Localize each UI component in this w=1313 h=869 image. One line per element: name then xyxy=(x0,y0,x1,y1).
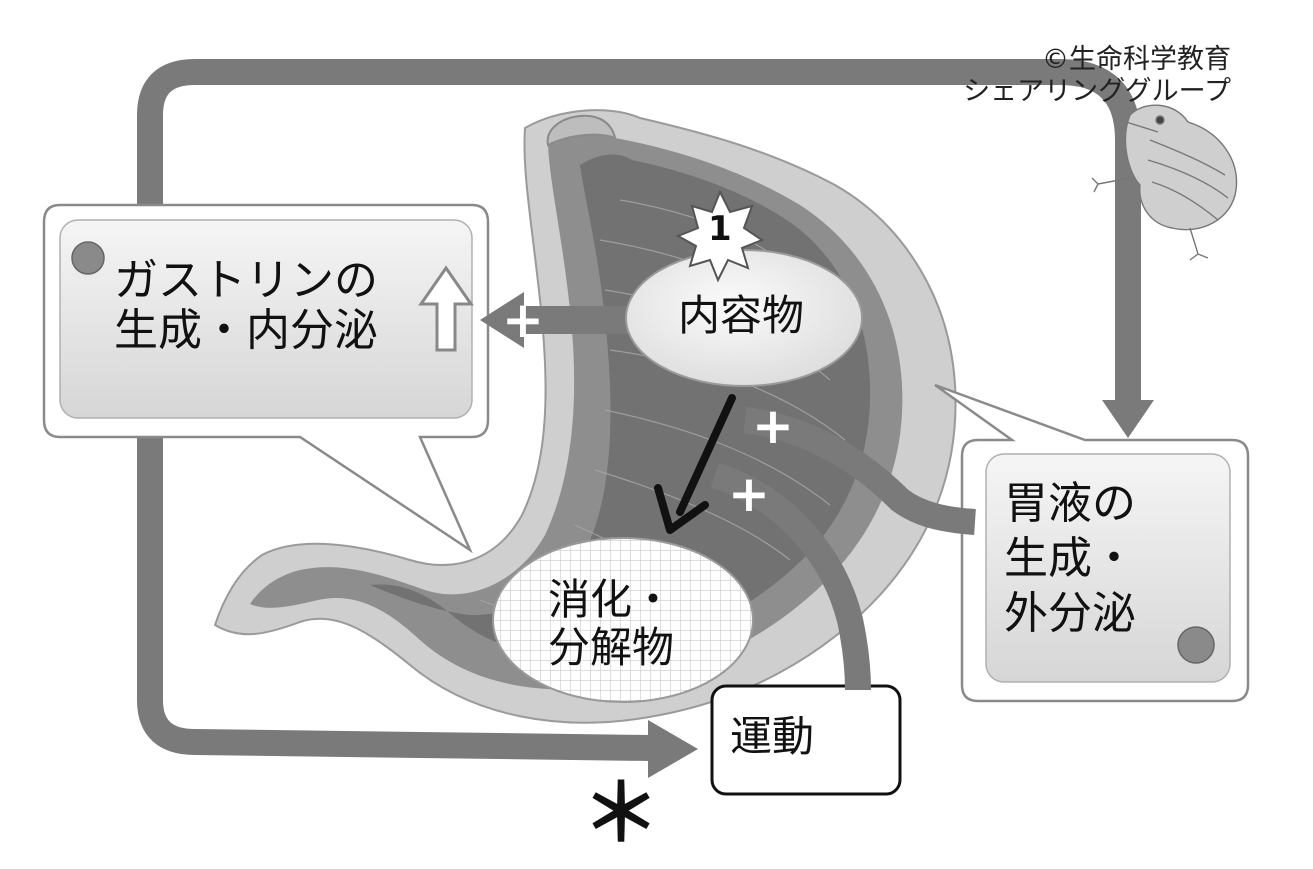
pathway-to-gastric-juice xyxy=(743,407,976,535)
gastric-juice-callout xyxy=(934,383,1250,703)
gastrin-label-line-2: 生成・内分泌 xyxy=(114,304,378,356)
plus-sign-gastrin: + xyxy=(502,291,544,349)
step-starburst xyxy=(675,189,765,283)
up-arrow-icon xyxy=(418,265,474,352)
status-dot-gastric-juice xyxy=(1177,626,1215,664)
credit-line-1: ©生命科学教育 xyxy=(1042,44,1231,75)
digestion-line-2: 分解物 xyxy=(548,623,675,673)
chick-illustration xyxy=(1091,104,1238,261)
digestion-label: 消化・ 分解物 xyxy=(548,575,675,673)
motility-label: 運動 xyxy=(730,712,815,761)
digestion-ellipse xyxy=(492,537,754,703)
arrowhead-to-gastrin xyxy=(480,292,524,348)
step-number: 1 xyxy=(708,209,732,249)
arrowhead-to-digestion xyxy=(654,484,709,534)
plus-sign-motility: + xyxy=(728,465,770,523)
contents-label: 内容物 xyxy=(678,291,805,340)
gastrin-label-line-1: ガストリンの xyxy=(114,255,378,306)
gastric-juice-line-2: 生成・ xyxy=(1004,533,1136,584)
arrowhead-to-motility xyxy=(648,720,698,778)
gastric-juice-line-1: 胃液の xyxy=(1004,478,1136,529)
feedback-pathway-top xyxy=(137,59,1141,405)
copyright-credit: ©生命科学教育 シェアリンググループ xyxy=(963,44,1231,109)
gastric-juice-line-3: 外分泌 xyxy=(1004,588,1136,639)
motility-box xyxy=(710,684,902,796)
esophagus xyxy=(546,114,617,147)
digestion-line-1: 消化・ xyxy=(548,575,675,624)
pathway-to-motility xyxy=(710,462,871,691)
asterisk-marker: ＊ xyxy=(582,769,661,859)
contents-ellipse xyxy=(625,249,863,387)
arrow-contents-to-gastrin xyxy=(520,306,640,334)
status-dot-gastrin xyxy=(71,241,105,275)
plus-sign-gastric-juice: + xyxy=(752,397,794,455)
gastric-juice-label: 胃液の 生成・ 外分泌 xyxy=(1004,476,1136,641)
arrow-contents-to-digestion xyxy=(676,394,736,516)
gastrin-callout xyxy=(42,203,490,554)
feedback-pathway-bottom xyxy=(137,430,651,761)
credit-line-2: シェアリンググループ xyxy=(963,76,1231,108)
gastrin-label: ガストリンの 生成・内分泌 xyxy=(114,256,378,355)
arrowhead-to-gastric-juice xyxy=(1102,400,1154,438)
